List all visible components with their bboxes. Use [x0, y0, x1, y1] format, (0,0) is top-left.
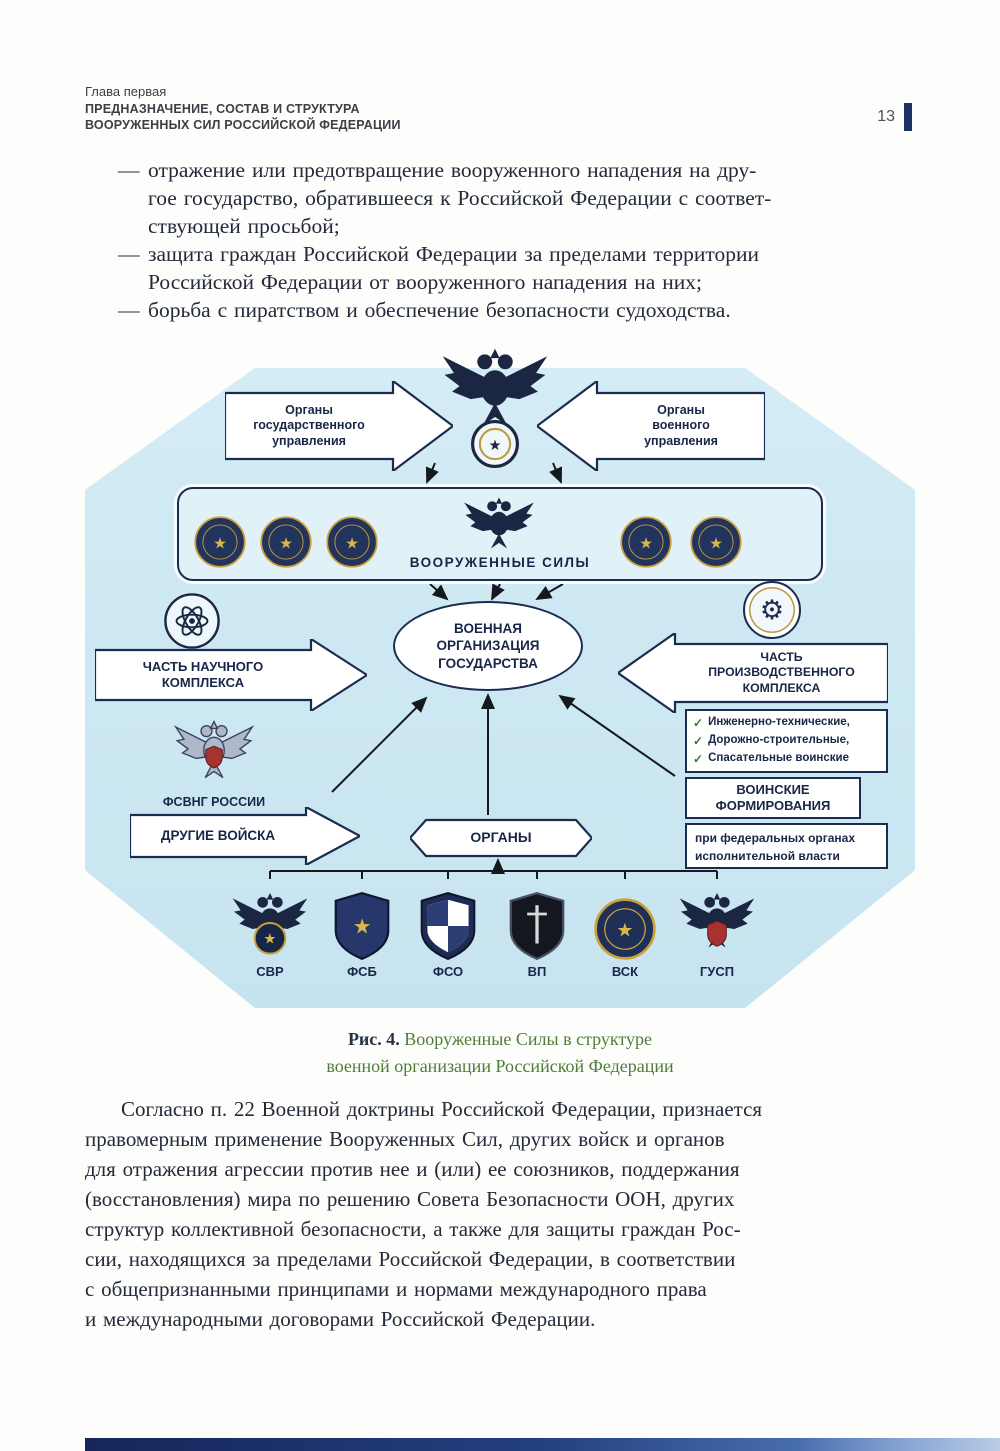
rosgvardia-eagle-icon — [173, 713, 255, 798]
agency-fso: ФСО — [402, 875, 494, 979]
mod-round-emblem-icon: ★ — [470, 419, 520, 474]
caption-text-2: военной организации Российской Федерации — [326, 1056, 674, 1076]
agency-label: ФСБ — [347, 964, 377, 979]
organs-banner-label: ОРГАНЫ — [470, 829, 532, 846]
vsk-emblem-icon: ★ — [579, 875, 671, 961]
check-icon: ✓ — [693, 715, 704, 730]
figure-caption: Рис. 4. Вооруженные Силы в структуре вое… — [0, 1026, 1000, 1080]
military-command-label: Органы военного управления — [644, 402, 718, 448]
fsvng-label: ФСВНГ РОССИИ — [162, 795, 266, 809]
other-troops-label: ДРУГИЕ ВОЙСКА — [160, 827, 276, 843]
dash-marker: — — [118, 298, 140, 322]
service-branch-emblem-icon: ★ — [259, 515, 313, 574]
agency-svr: ★ СВР — [224, 875, 316, 979]
header-title-line1: ПРЕДНАЗНАЧЕНИЕ, СОСТАВ И СТРУКТУРА — [85, 102, 360, 116]
armed-forces-label: ВООРУЖЕННЫЕ СИЛЫ — [409, 555, 591, 570]
list-item: — борьба с пиратством и обеспечение безо… — [118, 296, 916, 324]
list-item-text: защита граждан Российской Федерации за п… — [148, 242, 759, 294]
chapter-label: Глава первая — [85, 84, 167, 99]
armed-forces-box: ★ ★ ★ — [177, 487, 823, 581]
bullet-list: — отражение или предотвращение вооруженн… — [118, 156, 916, 324]
agency-label: ВП — [527, 964, 547, 979]
service-branch-emblem-icon: ★ — [193, 515, 247, 574]
svg-text:★: ★ — [488, 438, 501, 454]
body-paragraph: Согласно п. 22 Военной доктрины Российск… — [85, 1097, 763, 1331]
checklist-row: ✓ Инженерно-технические, — [693, 716, 880, 730]
atom-icon — [163, 592, 221, 655]
service-branch-emblem-icon: ★ — [689, 515, 743, 574]
gear-icon: ⚙ — [759, 594, 785, 625]
svg-text:★: ★ — [213, 535, 227, 552]
checklist-item: Спасательные воинские — [708, 752, 849, 765]
production-complex-arrow — [618, 633, 888, 713]
checklist-row: ✓ Спасательные воинские — [693, 752, 880, 766]
svg-text:★: ★ — [709, 535, 723, 552]
dash-marker: — — [118, 158, 140, 182]
science-complex-label: ЧАСТЬ НАУЧНОГО КОМПЛЕКСА — [142, 658, 264, 690]
agency-label: ГУСП — [699, 964, 735, 979]
svg-text:★: ★ — [345, 535, 359, 552]
svg-text:★: ★ — [353, 916, 372, 939]
agency-fsb: ★ ФСБ — [316, 875, 408, 979]
svg-text:★: ★ — [616, 920, 633, 941]
dash-marker: — — [118, 242, 140, 266]
other-troops-arrow — [130, 807, 360, 865]
page-header: Глава первая ПРЕДНАЗНАЧЕНИЕ, СОСТАВ И СТ… — [85, 84, 401, 133]
federal-bodies-note: при федеральных органах исполнительной в… — [685, 823, 888, 869]
vp-shield-icon — [491, 875, 583, 961]
science-complex-arrow — [95, 639, 367, 711]
checklist-item: Дорожно-строительные, — [708, 734, 850, 747]
list-item: — защита граждан Российской Федерации за… — [118, 240, 916, 296]
list-item: — отражение или предотвращение вооруженн… — [118, 156, 916, 240]
header-title-line2: ВООРУЖЕННЫХ СИЛ РОССИЙСКОЙ ФЕДЕРАЦИИ — [85, 117, 401, 132]
agency-vsk: ★ ВСК — [579, 875, 671, 979]
military-command-arrow — [537, 381, 765, 471]
gov-bodies-arrow — [225, 381, 453, 471]
check-icon: ✓ — [693, 751, 704, 766]
svg-text:★: ★ — [263, 932, 276, 948]
central-oval: ВОЕННАЯ ОРГАНИЗАЦИЯ ГОСУДАРСТВА — [393, 601, 583, 691]
checklist-row: ✓ Дорожно-строительные, — [693, 734, 880, 748]
svr-emblem-icon: ★ — [224, 875, 316, 961]
list-item-text: борьба с пиратством и обеспечение безопа… — [148, 298, 731, 322]
check-icon: ✓ — [693, 733, 704, 748]
formation-types-box: ✓ Инженерно-технические, ✓ Дорожно-строи… — [685, 709, 888, 773]
production-complex-label: ЧАСТЬ ПРОИЗВОДСТВЕННОГО КОМПЛЕКСА — [708, 649, 855, 695]
svg-text:★: ★ — [279, 535, 293, 552]
gusp-emblem-icon — [671, 875, 763, 961]
list-item-text: отражение или предотвращение вооруженног… — [148, 158, 772, 238]
caption-line-1: Рис. 4. Вооруженные Силы в структуре — [0, 1026, 1000, 1053]
agency-label: ФСО — [432, 964, 464, 979]
fsb-shield-icon: ★ — [316, 875, 408, 961]
agency-vp: ВП — [491, 875, 583, 979]
connector-arrows-icon — [269, 462, 718, 879]
service-branch-emblem-icon: ★ — [325, 515, 379, 574]
svg-text:★: ★ — [639, 535, 653, 552]
agency-label: ВСК — [611, 964, 639, 979]
agency-gusp: ГУСП — [671, 875, 763, 979]
military-organization-diagram: ★ Органы государственного управления Орг… — [85, 345, 915, 1010]
industry-emblem-icon: ⚙ — [743, 581, 801, 639]
page-number-bar — [904, 103, 912, 131]
caption-label: Рис. 4. — [347, 1029, 400, 1049]
page-number-value: 13 — [877, 108, 895, 125]
footer-accent-bar — [85, 1438, 1000, 1451]
caption-text-1: Вооруженные Силы в структуре — [404, 1029, 653, 1049]
figure-4: ★ Органы государственного управления Орг… — [85, 345, 915, 1010]
gov-bodies-label: Органы государственного управления — [253, 402, 365, 448]
checklist-item: Инженерно-технические, — [708, 716, 850, 729]
page-number: 13 — [856, 102, 912, 132]
agency-label: СВР — [256, 964, 284, 979]
service-branch-emblem-icon: ★ — [619, 515, 673, 574]
fso-shield-icon — [402, 875, 494, 961]
armed-forces-eagle-icon — [447, 495, 551, 556]
military-formations-box: ВОИНСКИЕ ФОРМИРОВАНИЯ — [685, 777, 861, 819]
